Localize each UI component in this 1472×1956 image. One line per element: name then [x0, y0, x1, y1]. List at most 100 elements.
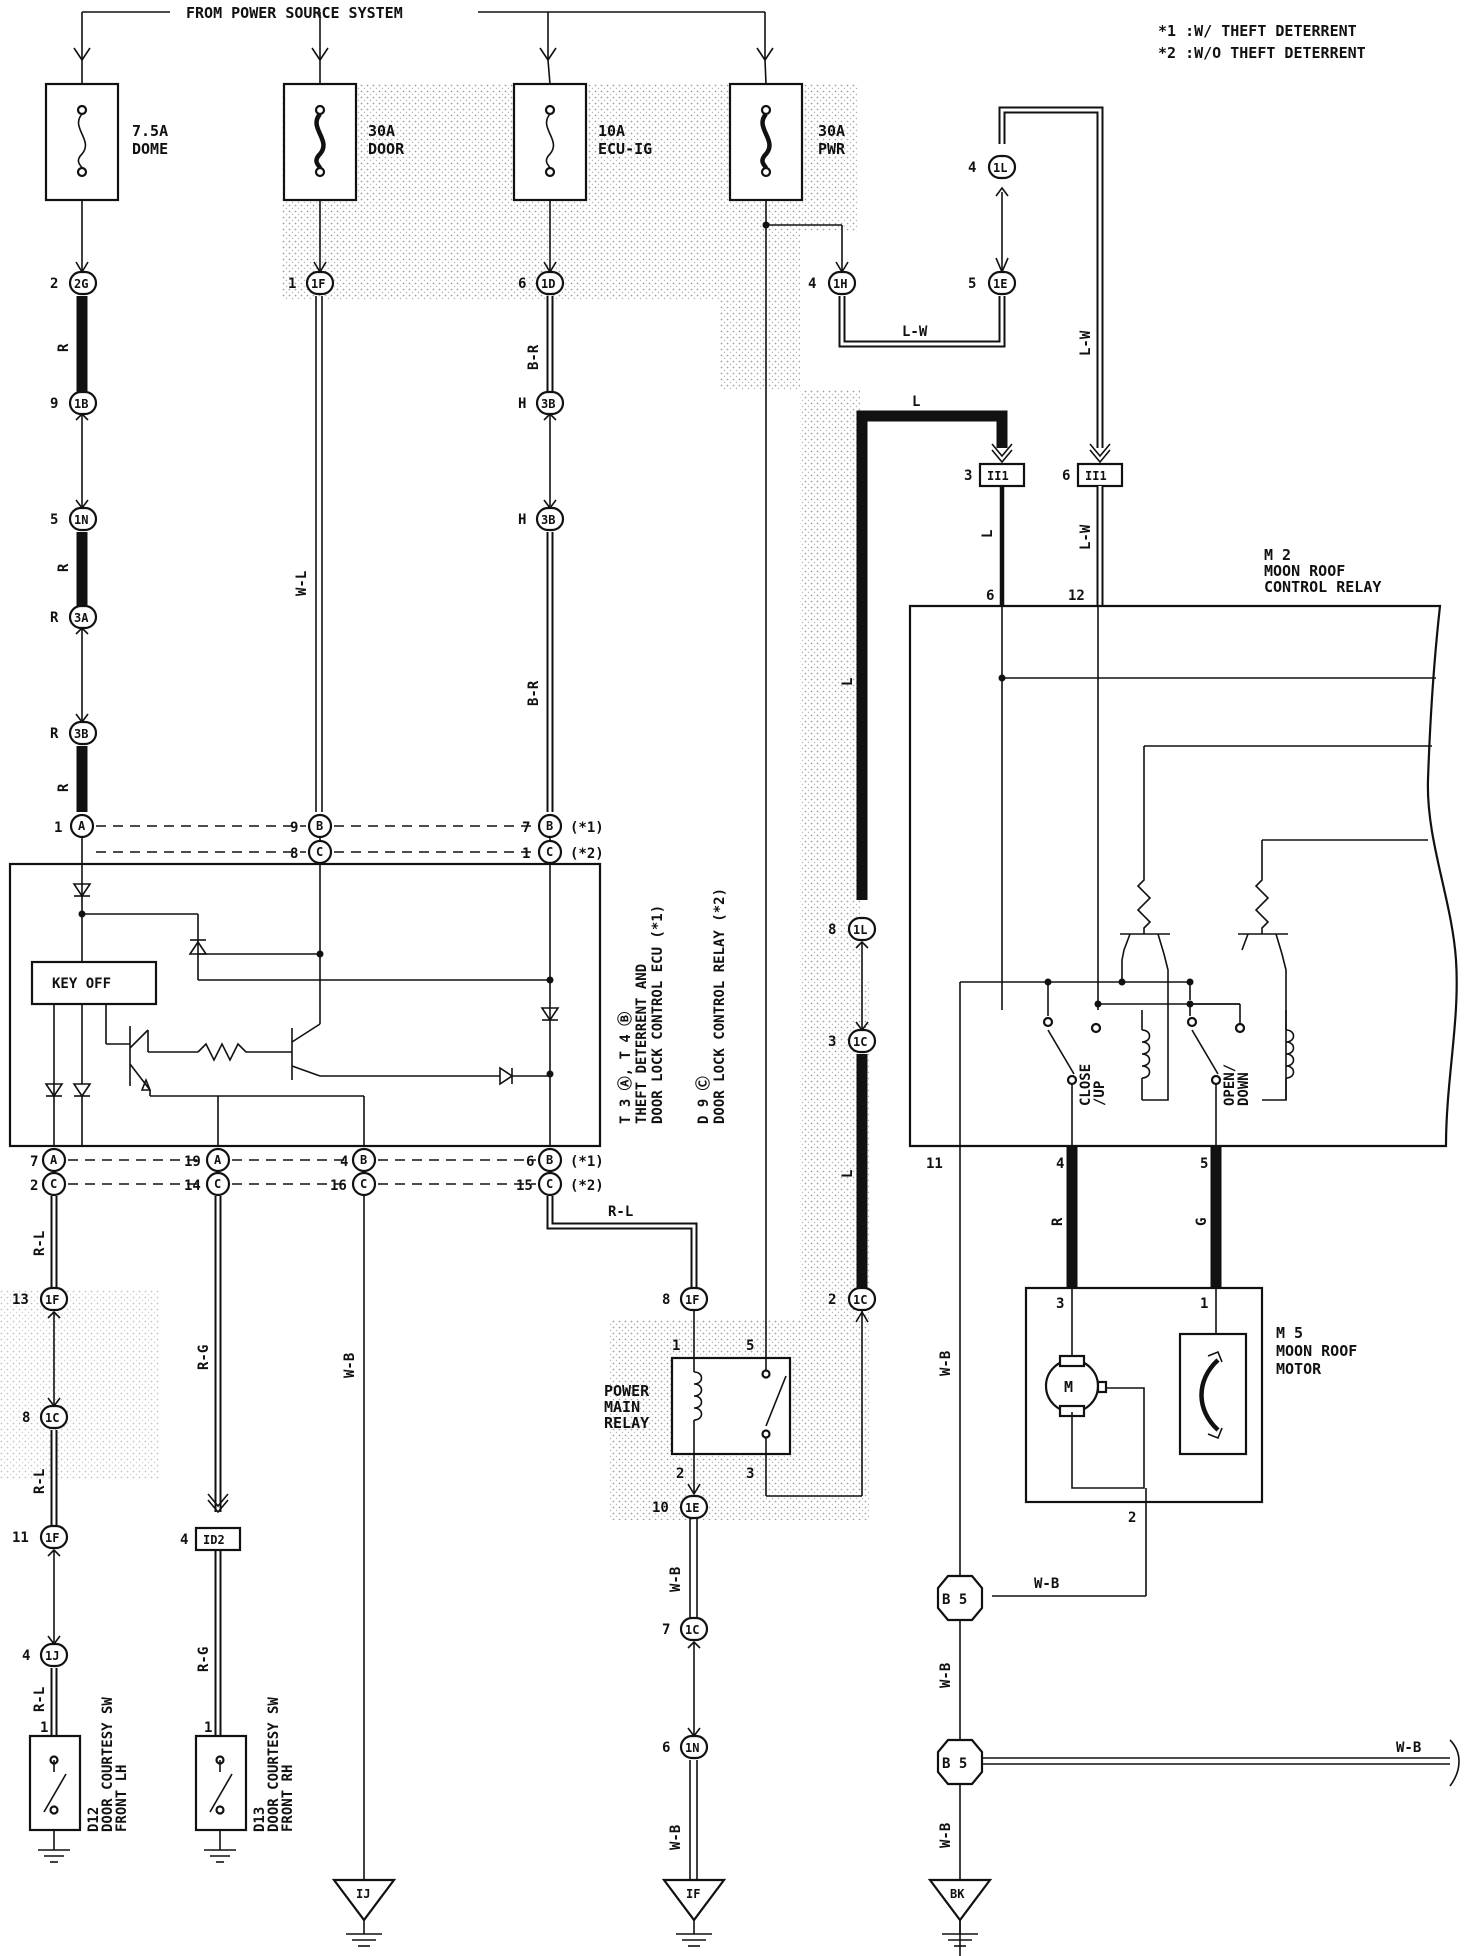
fuse-pwr	[728, 59, 804, 202]
connector-1F-lh2-label: 1F	[45, 1531, 59, 1545]
fuse-pwr-amp: 30A	[818, 122, 845, 140]
connector-1D	[535, 270, 565, 296]
power-main-relay-line2: MAIN	[604, 1398, 640, 1416]
connector-ID2-label: ID2	[203, 1533, 225, 1547]
pin-3B-left: R	[50, 726, 59, 742]
connector-3B-mid-2	[535, 506, 565, 532]
note-bottom-2: (*2)	[570, 1178, 604, 1194]
connector-1F-relay-label: 1F	[685, 1293, 699, 1307]
pin-b-14: 14	[184, 1178, 201, 1194]
ground-ij-label: IJ	[356, 1887, 370, 1901]
pin-d13: 1	[204, 1720, 212, 1736]
connector-1C-mid-label: 1C	[853, 1035, 867, 1049]
pin-ecu-b-9: 9	[290, 820, 298, 836]
ecu-pin-c-b4: C	[546, 1177, 553, 1191]
wire-wb-3: W-B	[668, 1825, 684, 1850]
pin-b-4: 4	[340, 1154, 348, 1170]
ecu-pin-b-b4: B	[546, 1153, 553, 1167]
motor-symbol: M	[1064, 1378, 1073, 1396]
ecu-pin-b-top-1: B	[316, 819, 323, 833]
pin-b-6: 6	[526, 1154, 534, 1170]
power-source-label: FROM POWER SOURCE SYSTEM	[186, 4, 403, 22]
note-top-1: (*1)	[570, 820, 604, 836]
wire-wb-b5-down: W-B	[938, 1663, 954, 1688]
junction-b5-2-label: B 5	[942, 1756, 967, 1772]
pin-3A: R	[50, 610, 59, 626]
wire-wb-relay: W-B	[938, 1351, 954, 1376]
motor-m5-line2: MOTOR	[1276, 1360, 1322, 1378]
wire-lw-3: L-W	[1078, 524, 1094, 550]
wire-wb-ij	[331, 1196, 397, 1947]
pin-ecu-c-1: 1	[522, 846, 530, 862]
power-main-relay-line1: POWER	[604, 1382, 650, 1400]
shaded-area	[282, 84, 870, 1520]
pin-b-7: 7	[30, 1154, 38, 1170]
fuse-door	[282, 60, 358, 202]
connector-1C-bottom-label: 1C	[685, 1623, 699, 1637]
connector-3B-left	[68, 720, 98, 746]
switch-d12-id: D12	[86, 1807, 102, 1832]
pin-3B-mid-1: H	[518, 396, 526, 412]
connector-3B-mid-1	[535, 390, 565, 416]
wire-lw-1: L-W	[902, 324, 928, 340]
wire-rl-relay	[546, 1196, 698, 1288]
wire-door-rh	[207, 1196, 229, 1736]
connector-1N-bottom-label: 1N	[685, 1741, 699, 1755]
wire-rg-1: R-G	[196, 1345, 212, 1370]
note-theft-deterrent: *1 :W/ THEFT DETERRENT	[1158, 22, 1357, 40]
relay-m2-line1: MOON ROOF	[1264, 562, 1345, 580]
motor-m5	[992, 1286, 1264, 1597]
power-source-line	[73, 11, 774, 62]
fuse-ecu-ig-name: ECU-IG	[598, 140, 652, 158]
ground-if-label: IF	[686, 1887, 700, 1901]
connector-1L-mid-label: 1L	[853, 923, 867, 937]
wire-l-3: L	[840, 1170, 856, 1178]
wire-door-lh	[47, 1196, 61, 1736]
junction-b5-1-label: B 5	[942, 1592, 967, 1608]
switch-d12	[28, 1734, 82, 1863]
wire-wl: W-L	[294, 571, 310, 596]
wire-pwr-column	[762, 200, 849, 1335]
switch-d13	[194, 1734, 248, 1863]
wire-rl-1: R-L	[32, 1231, 48, 1256]
switch-close-up-1: CLOSE	[1078, 1064, 1094, 1106]
connector-1C-bottom	[679, 1616, 709, 1642]
connector-3A-label: 3A	[74, 611, 89, 625]
connector-2G-label: 2G	[74, 277, 88, 291]
connector-1E-top	[987, 270, 1017, 296]
wire-wb-bk: W-B	[938, 1823, 954, 1848]
ecu-label-5: DOOR LOCK CONTROL RELAY (*2)	[712, 888, 728, 1124]
connector-1F-lh-label: 1F	[45, 1293, 59, 1307]
junction-b5-2	[936, 1738, 1460, 1787]
connector-1C-mid	[847, 1028, 877, 1054]
wire-wb-relay-ground	[661, 1518, 727, 1947]
ecu-label-1: T 3 Ⓐ, T 4 Ⓑ	[617, 1012, 634, 1124]
pin-ecu-b-7: 7	[522, 820, 530, 836]
switch-d13-id: D13	[252, 1807, 268, 1832]
note-no-theft-deterrent: *2 :W/O THEFT DETERRENT	[1158, 44, 1366, 62]
switch-open-down-1: OPEN/	[1222, 1064, 1238, 1106]
connector-1F-top	[305, 270, 335, 296]
connector-1L-top-label: 1L	[993, 161, 1007, 175]
wire-r-2: R	[56, 563, 72, 572]
pin-ecu-a-1: 1	[54, 820, 62, 836]
wire-ii1-to-relay	[999, 486, 1104, 606]
motor-m5-id: M 5	[1276, 1324, 1303, 1342]
wire-l-main	[855, 410, 1013, 1288]
connector-1F-lh	[39, 1286, 69, 1312]
connector-1B-label: 1B	[74, 397, 88, 411]
wire-r-1: R	[56, 343, 72, 352]
pin-b-15: 15	[516, 1178, 533, 1194]
power-main-relay-line3: RELAY	[604, 1414, 649, 1432]
fuse-dome-amp: 7.5A	[132, 122, 168, 140]
pin-relay-3: 3	[746, 1466, 754, 1482]
wire-lw-loop	[838, 106, 1111, 464]
pin-1N: 5	[50, 512, 58, 528]
connector-3A	[68, 604, 98, 630]
wire-rl-4: R-L	[608, 1204, 633, 1220]
ecu-label-3: DOOR LOCK CONTROL ECU (*1)	[650, 905, 666, 1124]
wire-rg-2: R-G	[196, 1647, 212, 1672]
switch-open-down-2: DOWN	[1236, 1072, 1252, 1106]
wire-dome-column	[75, 200, 89, 864]
pin-1D: 6	[518, 276, 526, 292]
